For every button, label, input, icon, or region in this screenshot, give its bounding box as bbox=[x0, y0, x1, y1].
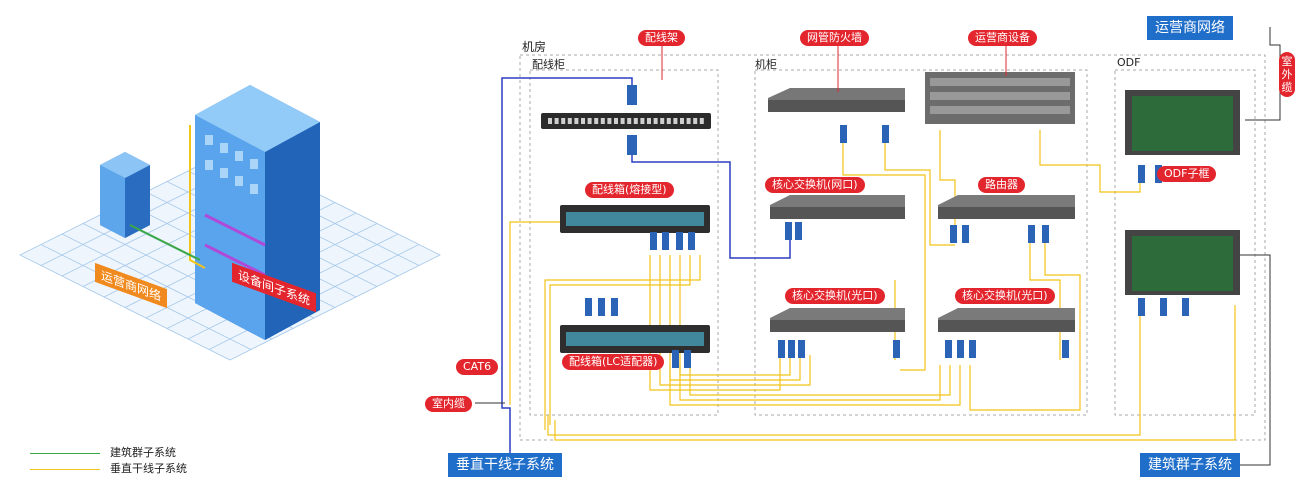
cat6-patch-cable bbox=[631, 150, 791, 259]
legend-label: 建筑群子系统 bbox=[110, 446, 176, 459]
tag-indoor-cable: 室内缆 bbox=[425, 396, 472, 412]
patch-port bbox=[574, 118, 579, 124]
core-switch-fiber-2-device bbox=[938, 308, 1075, 332]
patch-port bbox=[594, 118, 599, 124]
tag-fusion-box: 配线箱(熔接型) bbox=[585, 182, 674, 198]
tag-firewall: 网管防火墙 bbox=[800, 30, 869, 46]
label-vertical-backbone: 垂直干线子系统 bbox=[448, 453, 562, 477]
campus-link bbox=[1235, 254, 1271, 466]
zone-label-odf: ODF bbox=[1117, 56, 1141, 69]
tag-router: 路由器 bbox=[978, 177, 1025, 193]
zone-label-rack: 机柜 bbox=[755, 58, 777, 71]
patch-port bbox=[647, 118, 651, 124]
campus-cable bbox=[129, 224, 201, 261]
patch-port bbox=[660, 118, 665, 124]
firewall-device bbox=[768, 88, 905, 112]
label-carrier-network: 运营商网络 bbox=[1147, 16, 1233, 40]
patch-port bbox=[633, 118, 638, 124]
tag-lc-box: 配线箱(LC适配器) bbox=[562, 354, 665, 370]
patch-cabinet-zone bbox=[529, 69, 719, 416]
cat6-cable bbox=[501, 77, 633, 470]
room-title: 机房 bbox=[522, 40, 547, 54]
patch-port bbox=[693, 118, 698, 124]
patch-port bbox=[567, 118, 572, 124]
tag-odf-subframe: ODF子框 bbox=[1157, 166, 1217, 182]
fiber-routes bbox=[509, 130, 1236, 441]
legend-item-campus: 建筑群子系统 bbox=[30, 444, 176, 460]
patch-port bbox=[653, 118, 658, 124]
tag-carrier-equipment: 运营商设备 bbox=[968, 30, 1037, 46]
label-campus: 建筑群子系统 bbox=[1140, 453, 1240, 477]
core-switch-fiber-1-device bbox=[770, 308, 905, 332]
patch-port bbox=[686, 118, 691, 124]
operator-link bbox=[1245, 27, 1281, 121]
tag-outdoor-cable: 室外缆 bbox=[1279, 52, 1295, 97]
legend-swatch-green bbox=[30, 452, 100, 454]
tag-cat6: CAT6 bbox=[456, 359, 499, 375]
patch-port bbox=[561, 118, 566, 124]
patch-port bbox=[640, 118, 645, 124]
patch-port bbox=[627, 118, 632, 124]
patch-port bbox=[680, 118, 684, 124]
fiber-connectors bbox=[585, 85, 1189, 368]
patch-port bbox=[614, 118, 618, 124]
odf-frame-bottom bbox=[1125, 230, 1240, 295]
odf-zone bbox=[1114, 69, 1256, 416]
patch-port bbox=[600, 118, 605, 124]
tag-core-switch-fiber-1: 核心交换机(光口) bbox=[785, 288, 885, 304]
patch-port bbox=[587, 118, 592, 124]
patch-port bbox=[699, 118, 704, 124]
legend-label: 垂直干线子系统 bbox=[110, 462, 187, 475]
small-building-icon bbox=[100, 152, 150, 238]
patch-panel bbox=[541, 113, 711, 129]
legend-swatch-yellow bbox=[30, 468, 100, 470]
patch-port bbox=[607, 118, 612, 124]
patch-port bbox=[666, 118, 671, 124]
odf-frame-top bbox=[1125, 90, 1240, 155]
patch-port bbox=[581, 118, 585, 124]
carrier-equipment-device bbox=[925, 72, 1075, 124]
fusion-patch-box bbox=[560, 205, 710, 233]
lc-patch-box bbox=[560, 325, 710, 353]
tag-core-switch-fiber-2: 核心交换机(光口) bbox=[955, 288, 1055, 304]
core-switch-eth-device bbox=[770, 195, 905, 219]
zone-label-patch-cabinet: 配线柜 bbox=[532, 58, 565, 71]
vertical-cable bbox=[189, 125, 206, 269]
tag-core-switch-eth: 核心交换机(网口) bbox=[765, 177, 865, 193]
patch-port bbox=[620, 118, 625, 124]
legend-item-vertical: 垂直干线子系统 bbox=[30, 460, 187, 476]
tag-patch-panel-rack: 配线架 bbox=[638, 30, 685, 46]
patch-port bbox=[548, 118, 552, 124]
patch-port bbox=[673, 118, 678, 124]
router-device bbox=[938, 195, 1075, 219]
tag-pointers bbox=[661, 45, 1007, 92]
patch-port bbox=[554, 118, 559, 124]
rack-zone bbox=[754, 69, 1088, 416]
